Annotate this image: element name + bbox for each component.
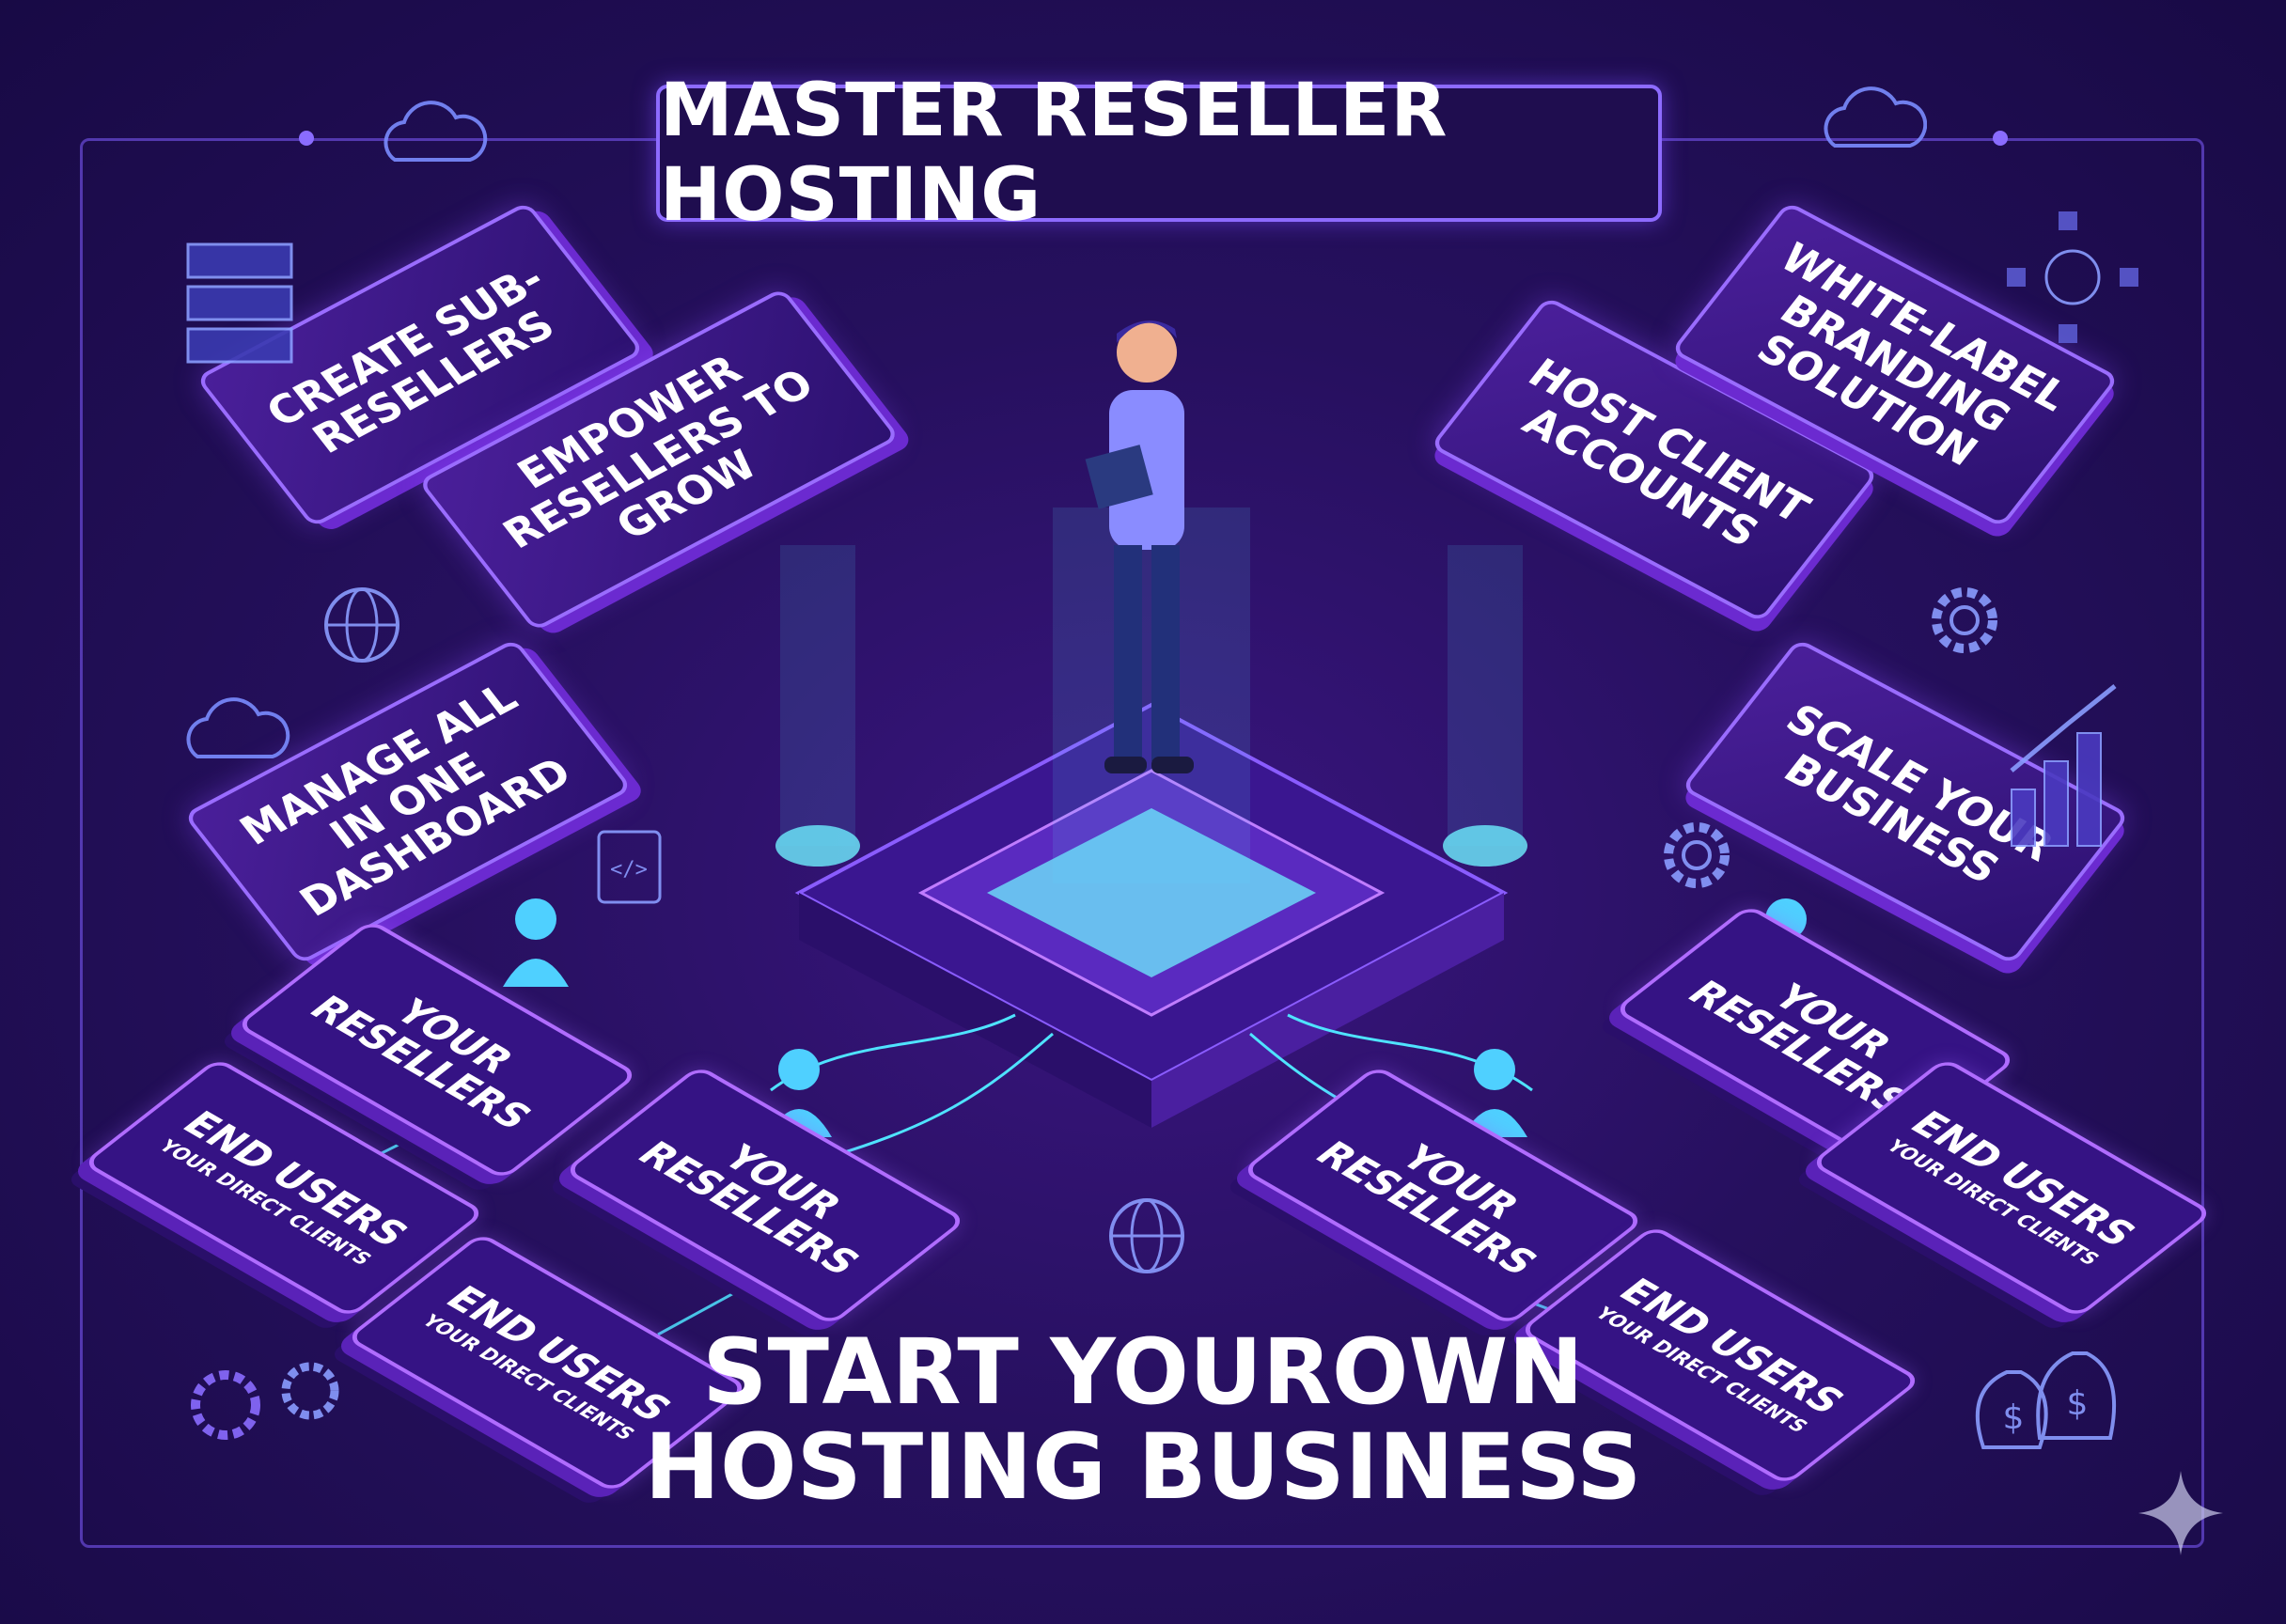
- tagline-line2: HOSTING BUSINESS: [644, 1413, 1642, 1520]
- svg-text:$: $: [2003, 1398, 2025, 1437]
- frame-dot: [1993, 131, 2008, 146]
- network-globe-icon: [2007, 211, 2138, 343]
- central-platform: [770, 508, 1533, 1165]
- cloud-icon: [186, 697, 290, 758]
- growth-chart-icon: [2010, 684, 2117, 847]
- money-bags-icon: $$: [1975, 1351, 2117, 1449]
- user-icon: [503, 898, 569, 987]
- cloud-upload-icon: [1824, 86, 1927, 148]
- frame-dot: [299, 131, 314, 146]
- gear-icon: [1664, 822, 1730, 888]
- globe-icon: [1109, 1198, 1184, 1273]
- gears-icon: [191, 1362, 339, 1440]
- globe-icon: [324, 587, 399, 663]
- sparkle-icon: [2138, 1471, 2223, 1555]
- svg-text:</>: </>: [610, 858, 648, 882]
- person-figure: [1085, 320, 1194, 773]
- server-icon: [186, 242, 293, 364]
- tagline-line1: START YOUROWN: [702, 1320, 1584, 1425]
- tagline: START YOUROWN HOSTING BUSINESS: [0, 1325, 2286, 1515]
- svg-text:$: $: [2067, 1384, 2089, 1423]
- code-icon: </>: [597, 830, 662, 904]
- gear-icon: [1932, 587, 1997, 653]
- cloud-icon: [384, 101, 488, 162]
